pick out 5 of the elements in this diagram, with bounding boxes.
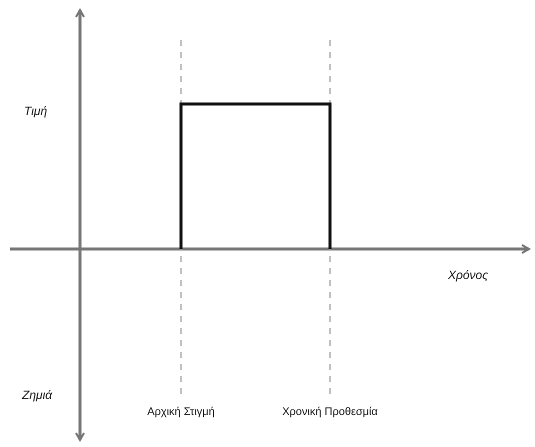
axis-label: Ζημιά — [22, 388, 52, 402]
time-label: Χρονική Προθεσμία — [282, 406, 378, 418]
axis-label: Τιμή — [24, 104, 48, 118]
axis-label: Χρόνος — [448, 268, 488, 282]
time-label: Αρχική Στιγμή — [147, 406, 215, 418]
